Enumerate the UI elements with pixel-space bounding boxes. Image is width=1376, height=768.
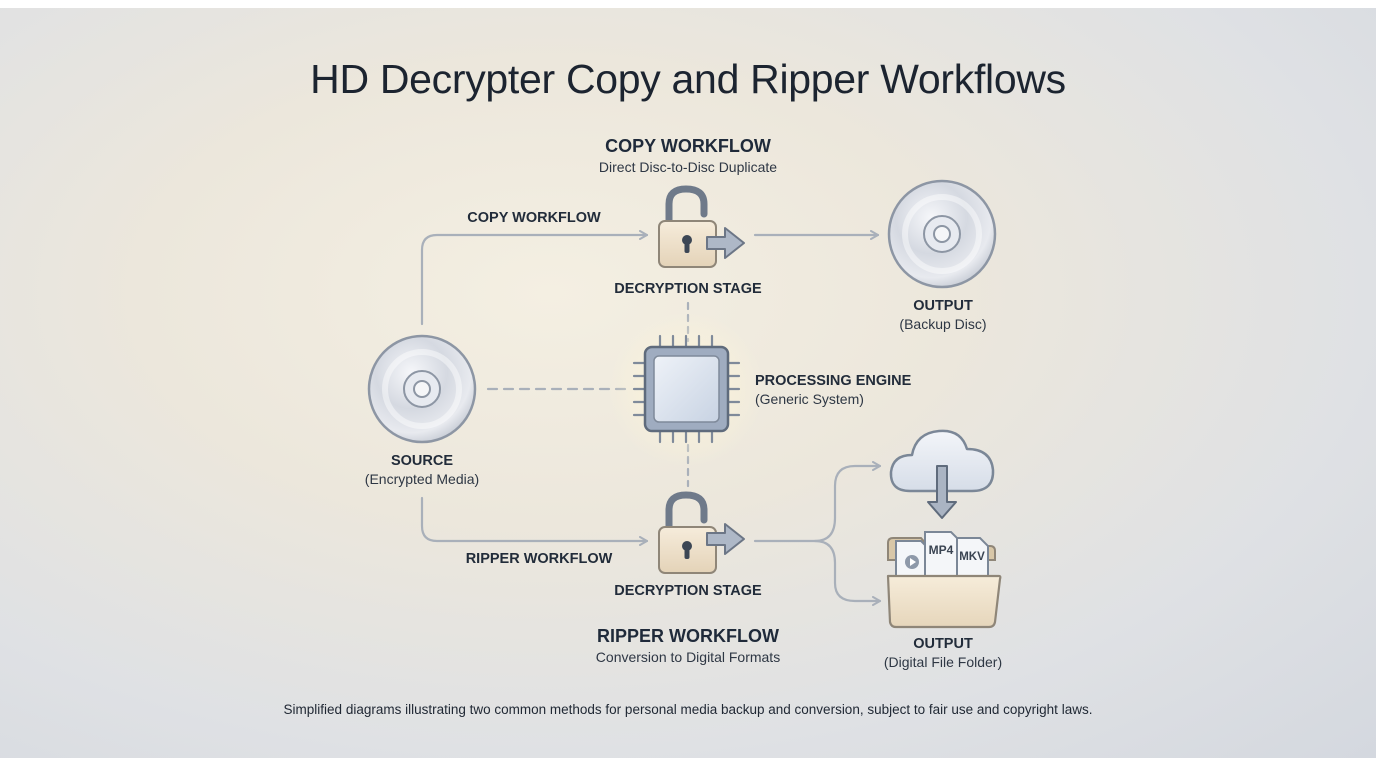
ripper-workflow-subheading: Conversion to Digital Formats <box>595 649 781 665</box>
source-disc-icon <box>367 334 477 444</box>
ripper-path-label: RIPPER WORKFLOW <box>465 551 613 567</box>
ripper-cloud-line <box>813 461 882 543</box>
file-video-icon <box>895 540 930 581</box>
file-mp4-text: MP4 <box>929 543 954 557</box>
ripper-path-line <box>420 496 649 546</box>
ripper-lock-icon <box>658 491 745 574</box>
footnote: Simplified diagrams illustrating two com… <box>283 702 1093 717</box>
copy-decryption-stage-label: DECRYPTION STAGE <box>614 281 762 297</box>
copy-arrow-icon <box>706 227 745 259</box>
processing-engine-note: (Generic System) <box>755 391 864 407</box>
file-mkv-icon: MKV <box>956 537 989 581</box>
workflow-diagram: MP4 MKV <box>367 179 1002 629</box>
processing-engine-label: PROCESSING ENGINE <box>755 373 912 389</box>
copy-lock-icon <box>658 185 745 268</box>
connector-lines <box>420 230 882 606</box>
copy-path-line <box>420 230 649 326</box>
output-disc-note: (Backup Disc) <box>899 316 987 332</box>
ripper-arrow-icon <box>706 523 745 555</box>
output-folder-label: OUTPUT <box>913 636 973 652</box>
page-title: HD Decrypter Copy and Ripper Workflows <box>310 56 1066 102</box>
chip-icon <box>608 311 764 467</box>
output-folder-note: (Digital File Folder) <box>883 654 1003 670</box>
copy-path-label: COPY WORKFLOW <box>467 210 601 226</box>
file-mp4-icon: MP4 <box>924 531 961 581</box>
diagram-canvas: MP4 MKV HD Decrypter Copy and Ripper Wor… <box>0 8 1376 758</box>
cloud-download-icon <box>889 429 995 519</box>
output-disc-icon <box>887 179 997 289</box>
ripper-workflow-heading: RIPPER WORKFLOW <box>597 626 779 646</box>
ripper-decryption-stage-label: DECRYPTION STAGE <box>614 583 762 599</box>
source-note: (Encrypted Media) <box>364 471 480 487</box>
copy-workflow-subheading: Direct Disc-to-Disc Duplicate <box>598 159 778 175</box>
output-disc-label: OUTPUT <box>913 298 973 314</box>
source-label: SOURCE <box>390 453 454 469</box>
ripper-folder-line <box>813 539 882 606</box>
file-mkv-text: MKV <box>959 551 985 563</box>
copy-workflow-heading: COPY WORKFLOW <box>605 136 771 156</box>
folder-icon: MP4 MKV <box>886 531 1002 629</box>
